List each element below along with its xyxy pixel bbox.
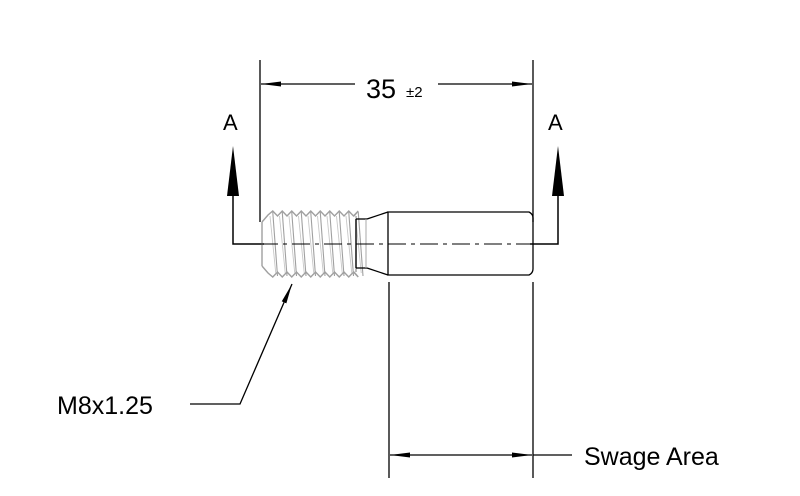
thread-callout: M8x1.25 bbox=[57, 283, 293, 420]
section-marker-left: A bbox=[223, 110, 264, 245]
section-label-left: A bbox=[223, 110, 238, 135]
section-label-right: A bbox=[548, 110, 563, 135]
overall-length-dimension: 35 ±2 bbox=[259, 60, 534, 222]
swage-area-dimension: Swage Area bbox=[388, 282, 719, 478]
thread-callout-label: M8x1.25 bbox=[57, 392, 153, 420]
arrow-up-icon bbox=[552, 146, 564, 196]
swage-stud-part bbox=[260, 209, 540, 279]
section-marker-right: A bbox=[530, 110, 564, 245]
arrow-up-icon bbox=[227, 146, 239, 196]
dimension-tolerance: ±2 bbox=[406, 84, 423, 101]
swage-area-label: Swage Area bbox=[584, 443, 719, 471]
swage-body bbox=[387, 211, 534, 276]
dimension-value: 35 bbox=[366, 74, 396, 104]
